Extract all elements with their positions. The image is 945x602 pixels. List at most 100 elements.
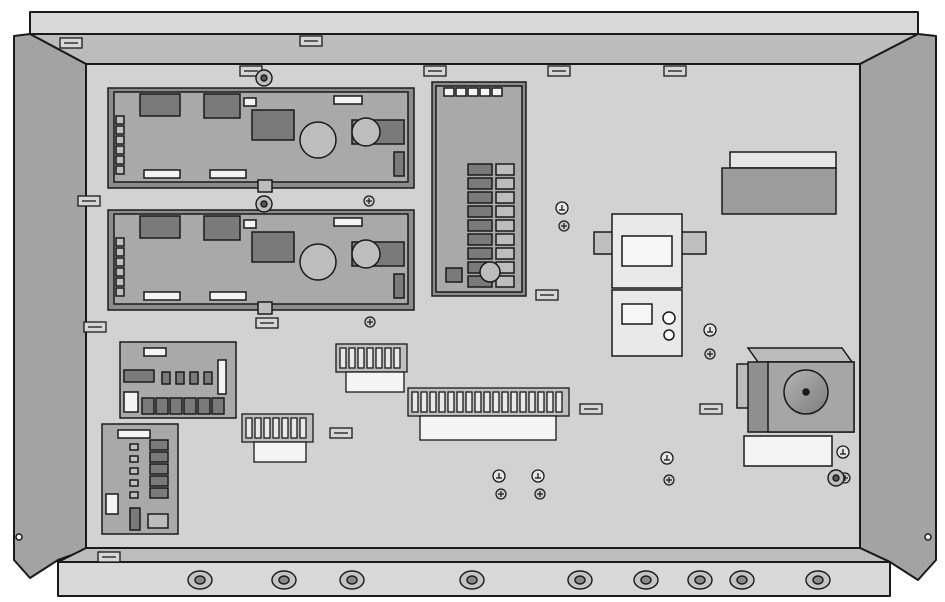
bottom-inner-lip [57,547,891,563]
interface-board [119,341,237,419]
io-board-led-1 [129,455,139,463]
terminal-block-main-cell-4 [447,391,455,413]
interface-board-chip-1 [175,371,185,385]
top-lip [29,33,919,65]
controller-board-bottom-relay-1 [139,215,181,239]
io-board [101,423,179,535]
standoff [255,69,273,87]
relay-contact-0 [495,163,515,176]
ground-symbol-icon [836,445,850,459]
terminal-block-left [241,413,314,463]
knockout-inner-2 [346,575,358,585]
knockout-hole-icon [687,570,713,590]
controller-board-bottom-pin-3 [115,267,125,277]
mounting-clip-icon [423,65,447,77]
relay-4 [467,219,493,232]
ground-symbol-icon [492,469,506,483]
knockout-hole-icon [567,570,593,590]
left-side-wall [13,33,87,579]
screw-icon [558,220,570,232]
controller-board-top-bottom-header-2 [209,169,247,179]
controller-board-top-bottom-header-1 [143,169,181,179]
knockout-hole-icon [339,570,365,590]
controller-board-bottom [107,209,415,315]
screw-icon [364,316,376,328]
contactor-face [621,235,673,267]
controller-board-bottom-side-connector [393,273,405,299]
terminal-block-main-cell-3 [438,391,446,413]
terminal-block-main-label-strip [419,415,557,441]
knockout-hole-icon [271,570,297,590]
knockout-inner-1 [278,575,290,585]
standoff-inner-0 [260,74,268,82]
terminal-block-main-cell-11 [510,391,518,413]
right-side-wall [859,33,937,581]
controller-board-bottom-standoff [257,301,273,315]
terminal-block-center-cell-2 [357,347,365,369]
terminal-block-main-cell-16 [555,391,563,413]
mounting-clip-icon [663,65,687,77]
interface-board-terminal-0 [141,397,155,415]
relay-0 [467,163,493,176]
interface-board-chip-0 [161,371,171,385]
knockout-hole-icon [459,570,485,590]
mounting-clip-icon [83,321,107,333]
controller-board-top-header [333,95,363,105]
terminal-block-center-cell-5 [384,347,392,369]
terminal-block-main-cell-7 [474,391,482,413]
controller-board-top-relay-2 [203,93,241,119]
terminal-block-main-cell-10 [501,391,509,413]
io-board-led-2 [129,467,139,475]
right-mount-hole [924,533,932,541]
knob-center [802,388,810,396]
circuit-boards [101,81,527,535]
terminal-block-left-cell-0 [245,417,253,439]
terminal-block-center-cell-4 [375,347,383,369]
controller-board-top-pin-2 [115,135,125,145]
terminal-block-center-cell-0 [339,347,347,369]
relay-contact-8 [495,275,515,288]
relay-board-header-4 [491,87,503,97]
controller-board-top-capacitor [299,121,337,159]
interface-board-ic [123,369,155,383]
knockout-inner-5 [640,575,652,585]
terminal-block-left-cell-2 [263,417,271,439]
power-terminal-top [729,151,837,169]
controller-board-top-side-connector [393,151,405,177]
relay-contact-5 [495,233,515,246]
left-mount-hole [15,533,23,541]
io-board-terminal-0 [149,439,169,451]
mounting-clip-icon [97,551,121,563]
terminal-block-center [335,343,408,393]
screw-icon [663,474,675,486]
knockout-hole-icon [633,570,659,590]
controller-board-top-pin-3 [115,145,125,155]
io-board-terminal-3 [149,475,169,487]
terminal-block-main-cell-9 [492,391,500,413]
io-board-led-4 [129,491,139,499]
knockout-hole-icon [187,570,213,590]
mounting-clip-icon [535,289,559,301]
standoff-inner-2 [832,474,840,482]
terminal-block-center-cell-3 [366,347,374,369]
interface-board-chip-2 [189,371,199,385]
terminal-block-main-cell-1 [420,391,428,413]
terminal-block-left-cell-6 [299,417,307,439]
controller-board-bottom-relay-2 [203,215,241,241]
rotary-disconnect [736,347,855,467]
relay-board [431,81,527,297]
knockout-inner-3 [466,575,478,585]
disconnect-top [746,347,854,363]
controller-board-top-jumper [243,97,257,107]
controller-board-top-toroid [351,117,381,147]
terminal-block-main [407,387,570,441]
terminal-block-left-cell-1 [254,417,262,439]
terminal-block-main-cell-8 [483,391,491,413]
mounting-clip-icon [59,37,83,49]
screw-icon [363,195,375,207]
terminal-block-center-cell-6 [393,347,401,369]
interface-board-terminal-5 [211,397,225,415]
controller-board-bottom-pin-2 [115,257,125,267]
power-terminal-block [721,151,837,215]
